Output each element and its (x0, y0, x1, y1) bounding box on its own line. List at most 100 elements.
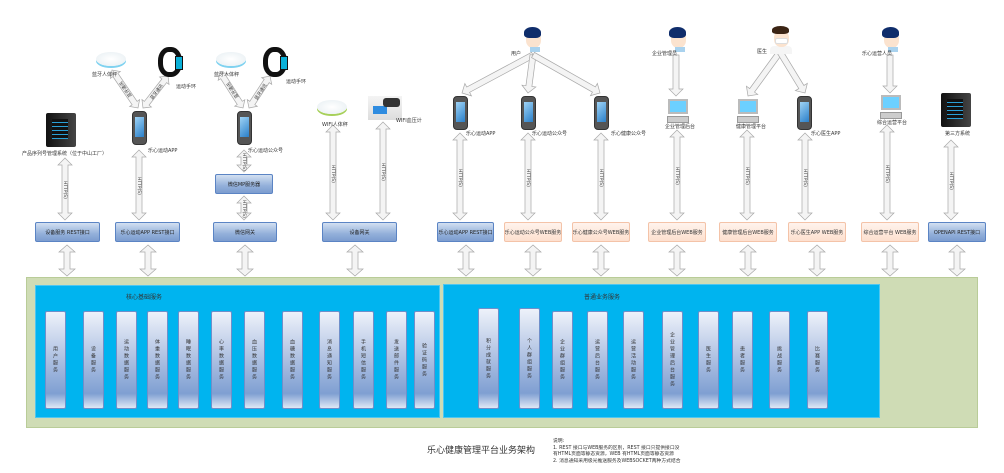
service-label: 睡眠数据服务 (185, 339, 191, 381)
business-service-pillar[interactable]: 比赛服务 (807, 311, 828, 409)
service-label: 运动数据服务 (123, 339, 129, 381)
business-service-pillar[interactable]: 医生服务 (698, 311, 719, 409)
doctor-app-label: 乐心医生APP (811, 131, 841, 137)
double-arrow (58, 244, 76, 277)
business-service-pillar[interactable]: 患者服务 (732, 311, 753, 409)
double-arrow (236, 244, 254, 277)
core-service-pillar[interactable]: 心率数据服务 (211, 311, 232, 409)
service-label: 血糖数据服务 (289, 339, 295, 381)
wifi-bp-label: WIFI血压计 (396, 118, 422, 124)
wechat-sport-label: 乐心运动公众号 (532, 131, 568, 137)
core-service-pillar[interactable]: 手机短信服务 (353, 311, 374, 409)
phone-icon (797, 96, 812, 130)
gateway-box[interactable]: 企业管理后台WEB服务 (648, 222, 706, 242)
arrow (521, 54, 537, 94)
double-arrow (524, 244, 542, 277)
gateway-box[interactable]: 乐心医生APP WEB服务 (788, 222, 846, 242)
phone-icon (594, 96, 609, 130)
double-arrow (520, 132, 536, 221)
wifi-scale-label: WIFI人体秤 (322, 122, 348, 128)
business-service-pillar[interactable]: 挑战服务 (769, 311, 790, 409)
service-label: 设备服务 (90, 346, 96, 374)
double-arrow (592, 244, 610, 277)
legend-line: 1. REST 接口与WEB服务的区别，REST 接口只提供接口没 (553, 445, 680, 451)
health-platform-label: 健康管理平台 (736, 124, 767, 130)
service-label: 医生服务 (705, 346, 711, 374)
protocol-label: HTTP(S) (330, 164, 335, 183)
bluetooth-scale-icon (96, 52, 126, 66)
gateway-box[interactable]: 微信网关 (213, 222, 277, 242)
service-label: 验证码服务 (421, 342, 427, 378)
bluetooth-scale-label: 蓝牙人体秤 (214, 72, 240, 78)
core-service-pillar[interactable]: 发送邮件服务 (386, 311, 407, 409)
protocol-label: HTTP(S) (457, 168, 462, 187)
double-arrow (346, 244, 364, 277)
gateway-box[interactable]: 设备服务 REST接口 (35, 222, 100, 242)
core-service-pillar[interactable]: 血压数据服务 (244, 311, 265, 409)
gateway-box[interactable]: 健康管理后台WEB服务 (719, 222, 777, 242)
protocol-label: HTTP(S) (241, 200, 246, 218)
computer-icon (880, 95, 902, 121)
double-arrow (593, 132, 609, 221)
enterprise-admin-avatar-icon (667, 27, 689, 52)
fitness-band-icon (158, 47, 183, 77)
double-arrow (236, 195, 252, 221)
arrow (776, 49, 808, 94)
legend-line: 2. 消息通知采用极光推送服务及WEBSOCKET两种方式结合 (553, 458, 681, 464)
service-label: 体重数据服务 (154, 339, 160, 381)
service-label: 企业群组服务 (559, 339, 565, 381)
legend-heading: 说明: (553, 439, 565, 444)
wechat-mp-server-box[interactable]: 微信MP服务器 (215, 174, 273, 194)
business-service-pillar[interactable]: 运营活动服务 (623, 311, 644, 409)
double-arrow (808, 244, 826, 277)
phone-icon (237, 111, 252, 145)
double-arrow (57, 157, 73, 221)
core-service-pillar[interactable]: 用户服务 (45, 311, 66, 409)
protocol-label: HTTP(S) (674, 167, 679, 185)
service-label: 积分成就服务 (485, 337, 491, 380)
service-label: 运营活动服务 (630, 339, 636, 381)
protocol-label: HTTP(S) (802, 168, 807, 187)
business-service-pillar[interactable]: 个人群组服务 (519, 308, 540, 409)
double-arrow (669, 129, 685, 221)
core-service-pillar[interactable]: 血糖数据服务 (282, 311, 303, 409)
gateway-box[interactable]: 乐心运动APP REST接口 (437, 222, 494, 242)
arrow (882, 54, 898, 94)
double-arrow (236, 149, 252, 173)
phone-icon (521, 96, 536, 130)
core-service-pillar[interactable]: 睡眠数据服务 (178, 311, 199, 409)
sport-app-label: 乐心运动APP (466, 131, 496, 137)
gateway-box[interactable]: 乐心运动公众号WEB服务 (504, 222, 562, 242)
core-service-pillar[interactable]: 运动数据服务 (116, 311, 137, 409)
business-service-pillar[interactable]: 企业群组服务 (552, 311, 573, 409)
core-services-title: 核心基础服务 (126, 294, 163, 301)
core-service-pillar[interactable]: 验证码服务 (414, 311, 435, 409)
operator-avatar-icon (880, 27, 902, 52)
enterprise-console-label: 企业管理后台 (665, 124, 696, 130)
protocol-label: HTTP(S) (525, 168, 530, 187)
double-arrow (943, 139, 959, 221)
business-service-pillar[interactable]: 企业管理后台服务 (662, 311, 683, 409)
gateway-box[interactable]: 乐心健康公众号WEB服务 (572, 222, 630, 242)
protocol-label: HTTP(S) (744, 167, 749, 185)
gateway-box[interactable]: 综合运营平台 WEB服务 (861, 222, 919, 242)
core-service-pillar[interactable]: 设备服务 (83, 311, 104, 409)
gateway-box[interactable]: OPENAPI REST接口 (928, 222, 986, 242)
core-service-pillar[interactable]: 消息通知服务 (319, 311, 340, 409)
double-arrow (217, 71, 246, 109)
business-service-pillar[interactable]: 积分成就服务 (478, 308, 499, 409)
enterprise-admin-label: 企业管理员 (652, 51, 678, 57)
double-arrow (452, 132, 468, 221)
ops-platform-label: 综合运营平台 (877, 120, 908, 126)
gateway-box[interactable]: 设备网关 (322, 222, 397, 242)
double-arrow (739, 244, 757, 277)
phone-icon (453, 96, 468, 130)
protocol-label: HTTP(S) (598, 168, 603, 187)
core-service-pillar[interactable]: 体重数据服务 (147, 311, 168, 409)
business-service-pillar[interactable]: 运营后台服务 (587, 311, 608, 409)
gateway-box[interactable]: 乐心运动APP REST接口 (115, 222, 180, 242)
computer-icon (737, 99, 759, 125)
sport-app-label: 乐心运动APP (148, 148, 178, 154)
double-arrow (139, 244, 157, 277)
